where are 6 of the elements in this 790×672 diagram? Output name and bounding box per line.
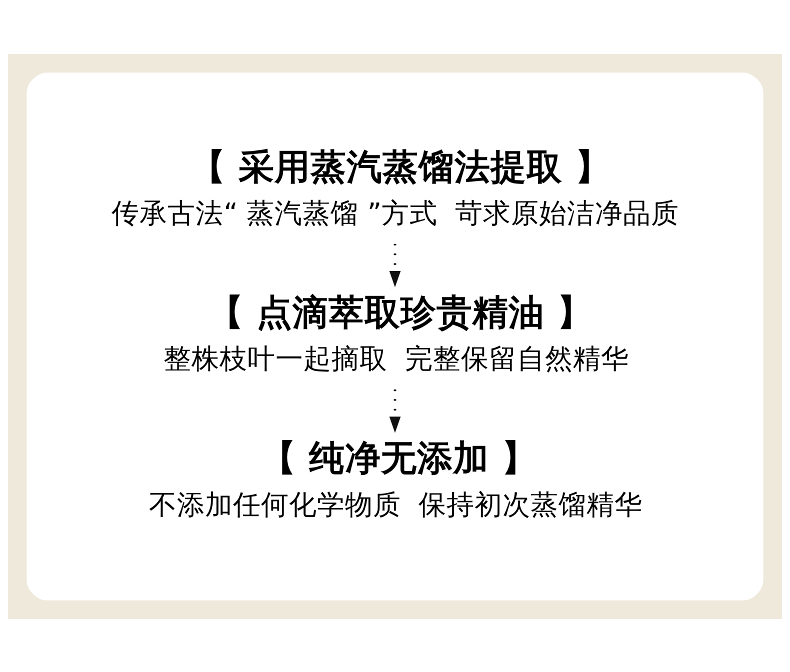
node-text: 【 采用蒸汽蒸馏法提取 】 传承古法“ 蒸汽蒸馏 ”方式 苛求原始洁净品质 (112, 146, 680, 230)
cluster (26, 72, 764, 600)
arrow (389, 389, 401, 432)
arrow (389, 243, 401, 287)
node-text: 【 点滴萃取珍贵精油 】 整株枝叶一起摘取 完整保留自然精华 (163, 292, 629, 375)
node-text: 【 纯净无添加 】 不添加任何化学物质 保持初次蒸馏精华 (148, 438, 642, 520)
